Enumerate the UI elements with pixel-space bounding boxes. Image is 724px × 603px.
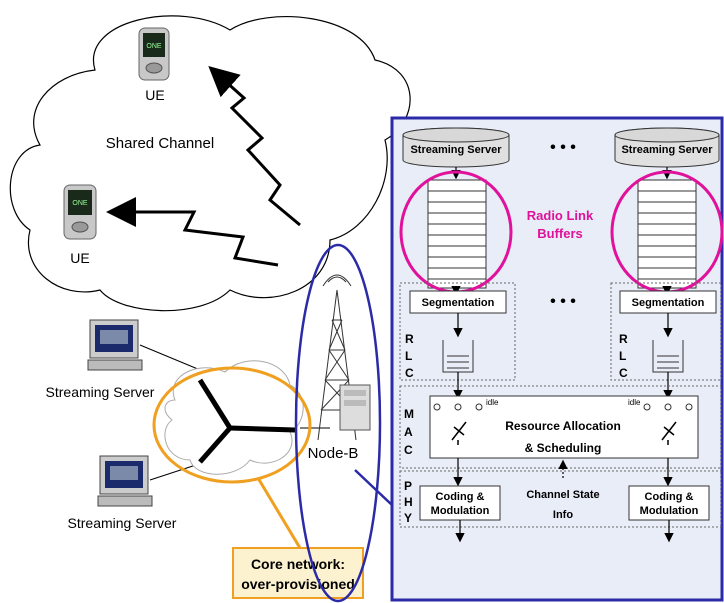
wireless-link [106,197,279,267]
node-b-highlight [294,243,382,603]
resource-allocation-line2: & Scheduling [525,441,602,455]
rlc-letter-c-right: C [619,366,628,380]
coding-right-box [628,485,710,521]
switch-left-icon [451,421,467,445]
channel-state-line2: Info [553,509,573,521]
coding-left-box [419,485,501,521]
mac-region [399,385,722,469]
core-network-line2: over-provisioned [241,576,355,592]
streaming-server-top-label: Streaming Server [46,384,155,400]
rlc-letter-r-right: R [619,332,628,346]
shared-channel-label: Shared Channel [106,135,214,152]
phy-letter-y: Y [404,511,412,525]
core-network-cloud [164,360,304,475]
rlc-letter-c-left: C [405,366,414,380]
coding-right-line1: Coding & [645,491,694,503]
radio-link-buffers-line2: Buffers [537,226,583,241]
resource-allocation-box [429,395,699,459]
streaming-server-cylinder [402,127,510,168]
coding-left-line1: Coding & [436,491,485,503]
computer-icon [87,319,143,371]
idle-left-label: idle [486,398,499,407]
ue-left-label: UE [70,250,89,266]
core-network-line1: Core network: [251,556,345,572]
switch-right-icon [661,421,677,445]
wireless-link [208,65,301,227]
idle-right-label: idle [628,398,641,407]
streaming-server-bottom-label: Streaming Server [68,515,177,531]
server-right-label: Streaming Server [621,144,713,156]
core-network-box [232,547,364,599]
mac-letter-m: M [404,407,414,421]
shared-channel-cloud [9,15,411,312]
coding-left-line2: Modulation [431,505,490,517]
core-network-highlight [152,366,312,484]
radio-link-buffers-line1: Radio Link [527,208,594,223]
streaming-server-cylinder [614,127,720,168]
channel-state-line1: Channel State [526,489,599,501]
node-b-label: Node-B [308,445,359,462]
rlc-letter-l-left: L [405,349,412,363]
rlc-letter-r-left: R [405,332,414,346]
phy-letter-p: P [404,479,412,493]
resource-allocation-line1: Resource Allocation [505,419,621,433]
ue-phone-icon: ONE [63,184,97,240]
mac-letter-a: A [404,425,413,439]
coding-right-line2: Modulation [640,505,699,517]
svg-text:ONE: ONE [146,43,162,50]
ue-phone-icon: ONE [138,27,170,81]
svg-text:ONE: ONE [72,200,88,207]
computer-icon [97,455,153,507]
rlc-region-right [610,282,722,381]
ellipsis-top: • • • [550,139,576,156]
phy-region [399,470,722,528]
rlc-letter-l-right: L [619,349,626,363]
switch-ports [433,403,693,411]
segmentation-left-label: Segmentation [422,297,495,309]
base-station-icon [339,384,371,431]
server-left-label: Streaming Server [410,144,502,156]
segmentation-right-label: Segmentation [632,297,705,309]
phy-letter-h: H [404,495,413,509]
ue-top-label: UE [145,87,164,103]
ellipsis-mid: • • • [550,293,576,310]
mac-letter-c: C [404,443,413,457]
